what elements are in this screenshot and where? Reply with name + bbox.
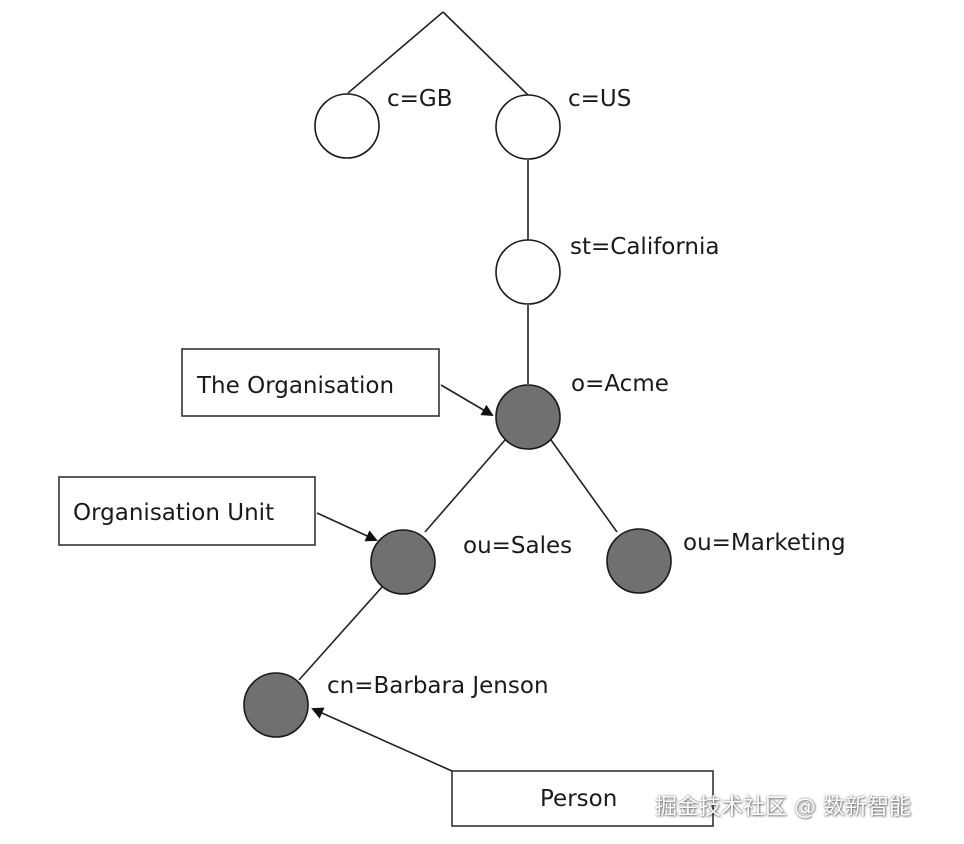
- callout-org-unit-box: [58, 476, 316, 546]
- label-barbara: cn=Barbara Jenson: [327, 673, 549, 699]
- tree-edges: [298, 11, 618, 681]
- label-marketing: ou=Marketing: [683, 530, 846, 556]
- callout-organisation-box: [181, 348, 440, 417]
- node-labels: c=GB c=US st=California o=Acme ou=Sales …: [327, 86, 846, 699]
- callout-person-label: Person: [540, 786, 617, 812]
- callout-arrows: [311, 384, 494, 772]
- label-california: st=California: [570, 234, 720, 260]
- callout-person-box: [451, 770, 714, 827]
- label-us: c=US: [568, 86, 631, 112]
- node-marketing: [606, 528, 672, 594]
- node-us: [495, 94, 561, 160]
- callout-organisation: The Organisation: [181, 348, 440, 417]
- arrow-person: [311, 707, 453, 772]
- callout-org-unit-label: Organisation Unit: [73, 500, 274, 526]
- node-california: [495, 239, 561, 305]
- arrow-organisation: [440, 384, 494, 417]
- node-acme: [495, 384, 561, 450]
- edge-acme-sales: [424, 439, 506, 533]
- edge-acme-marketing: [550, 439, 618, 533]
- label-acme: o=Acme: [571, 371, 669, 397]
- label-gb: c=GB: [387, 86, 453, 112]
- node-sales: [370, 529, 436, 595]
- edge-root-gb: [347, 11, 444, 94]
- tree-nodes: [243, 93, 672, 738]
- arrow-org-unit: [316, 512, 378, 542]
- callout-person: Person: [451, 770, 714, 827]
- label-sales: ou=Sales: [463, 533, 572, 559]
- watermark-text: 掘金技术社区 @ 数新智能: [655, 795, 911, 820]
- edge-root-us: [442, 11, 529, 96]
- callout-org-unit: Organisation Unit: [58, 476, 316, 546]
- node-gb: [314, 93, 380, 159]
- node-barbara: [243, 672, 309, 738]
- callout-organisation-label: The Organisation: [196, 373, 394, 399]
- edge-sales-barbara: [298, 586, 383, 681]
